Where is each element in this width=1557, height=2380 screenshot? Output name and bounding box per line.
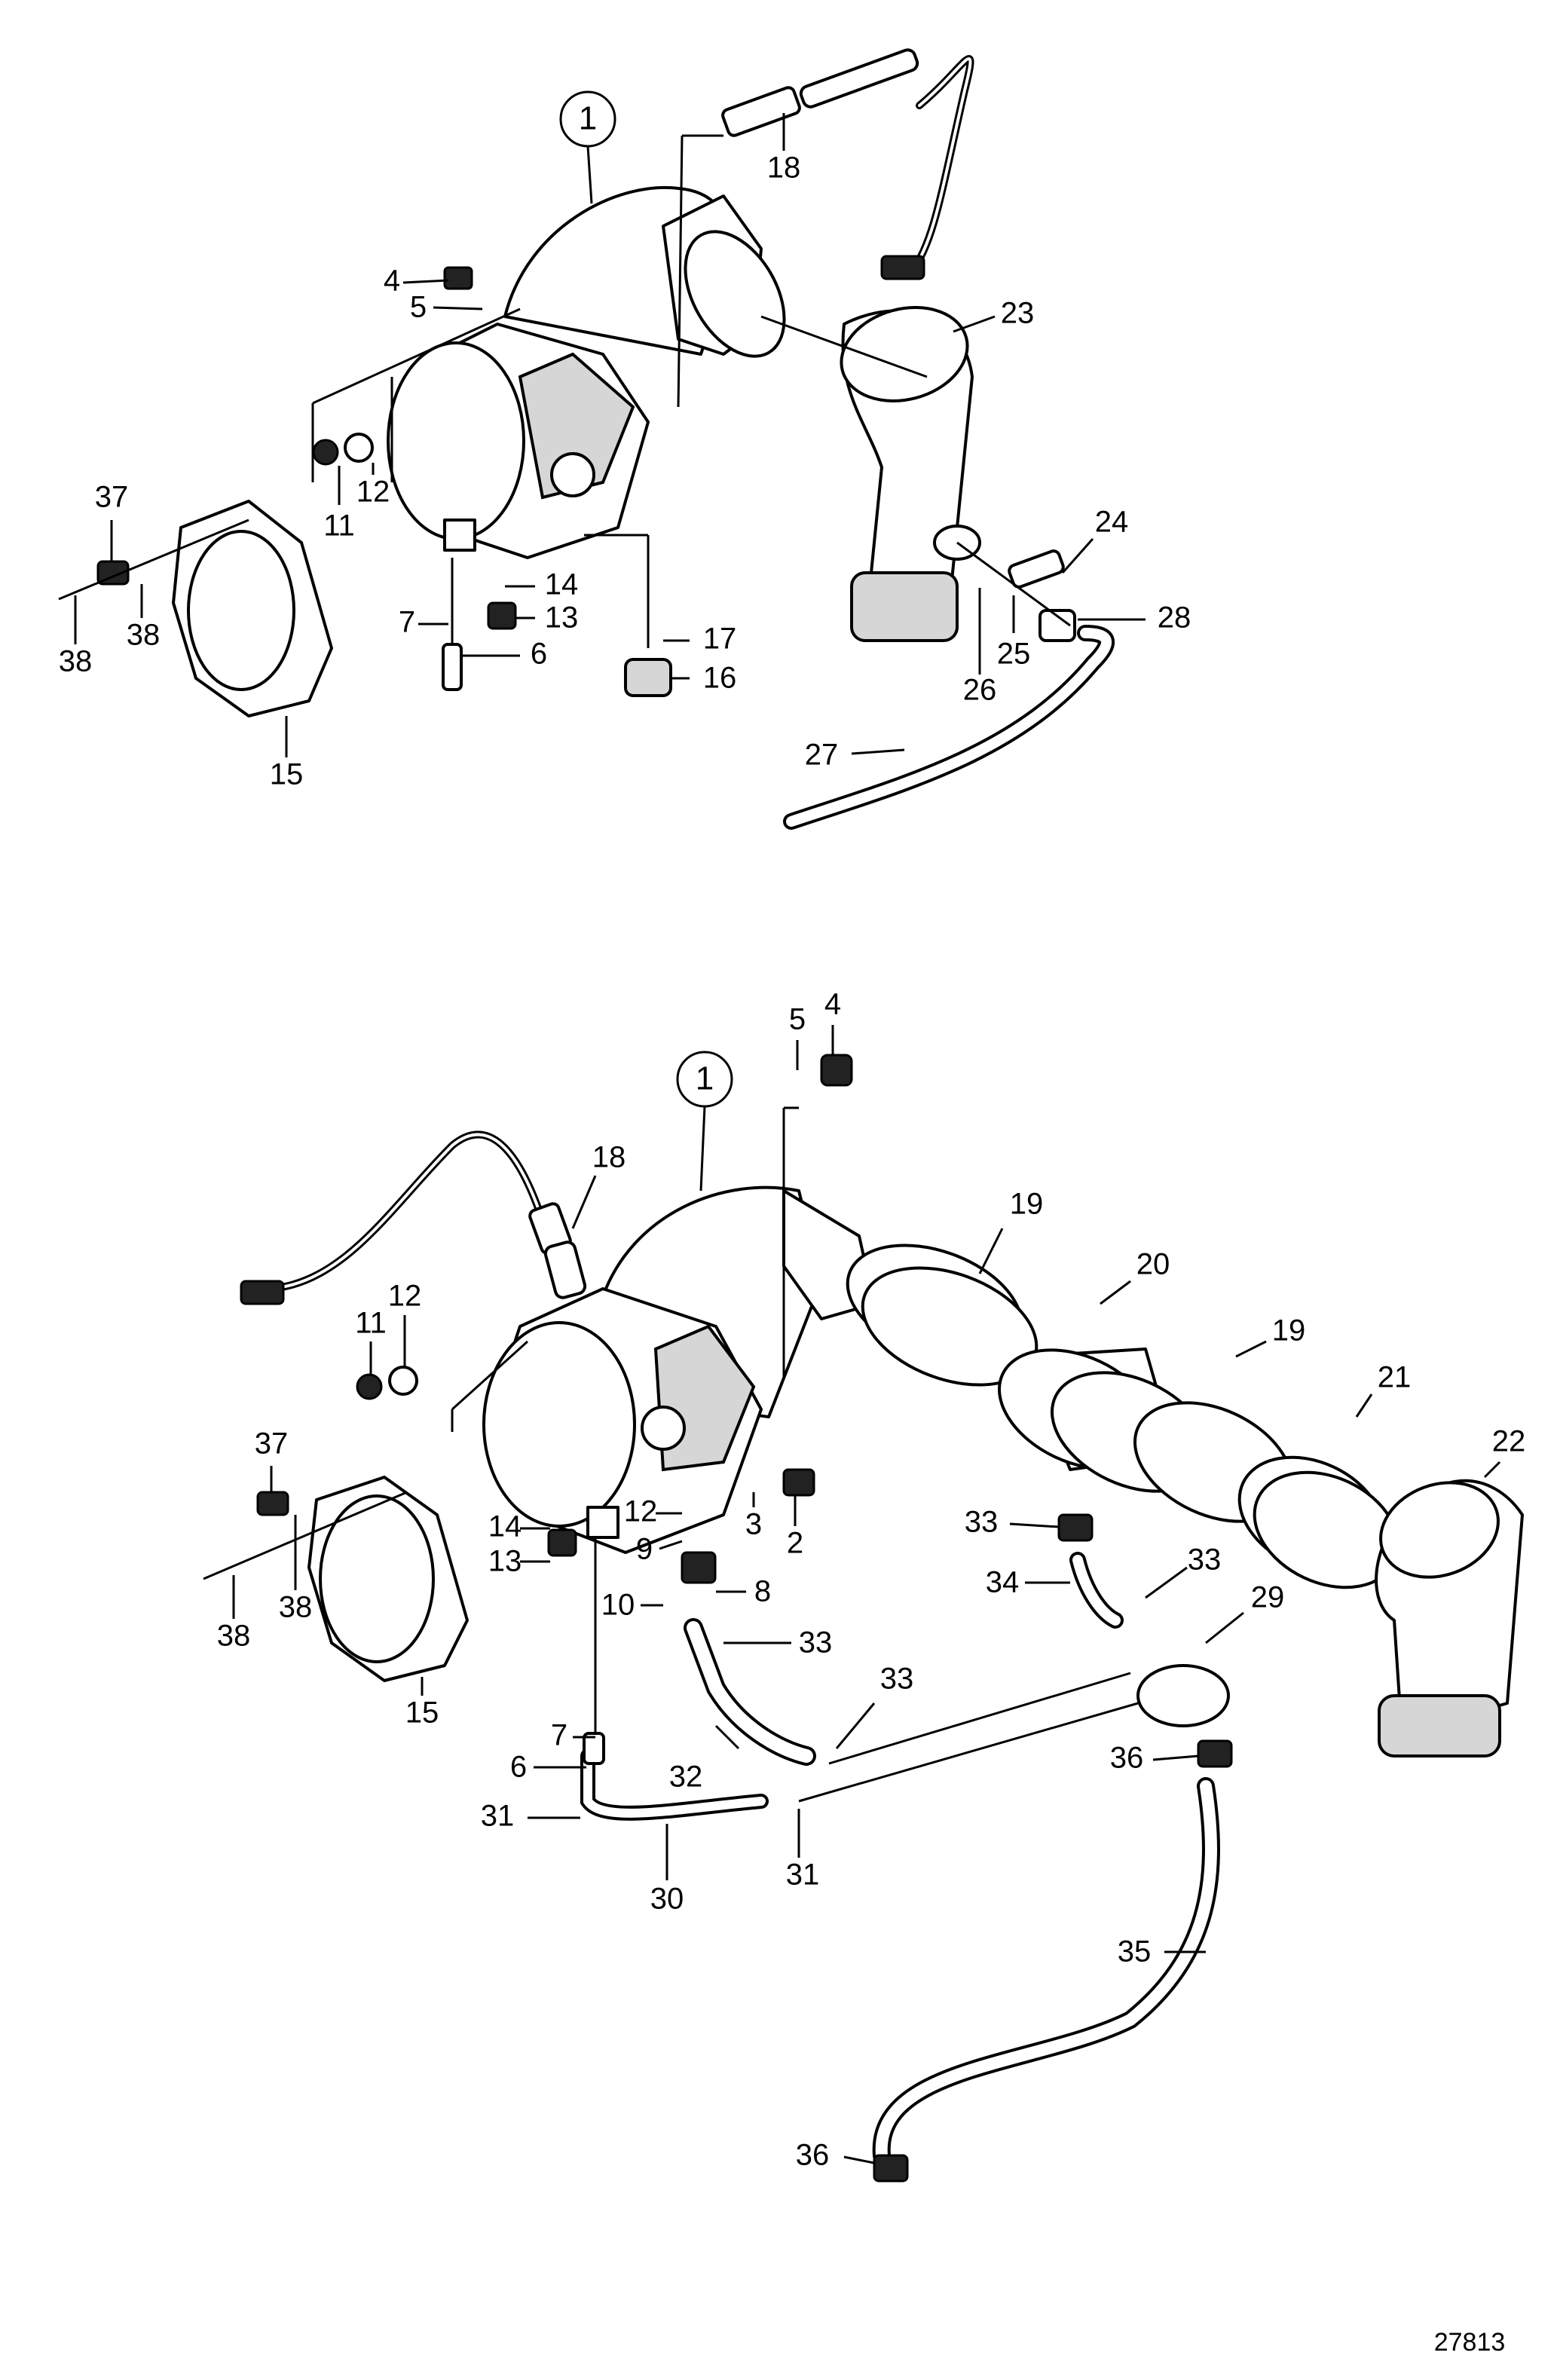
lower-view: 1 4 5 18 19 20 19 21 22 11 12 37 [203,988,1526,2183]
callout-38-left: 38 [217,1620,251,1653]
callout-11: 11 [355,1307,387,1340]
lower-small-parts [256,1054,1233,2183]
callout-33-d: 33 [880,1663,914,1696]
upper-hose-27 [783,625,1115,830]
callout-4: 4 [384,265,400,298]
lower-gasket-15 [307,1476,469,1682]
callout-1: 1 [696,1060,714,1097]
lower-sensor-18 [240,1130,587,1305]
callout-36-top: 36 [1110,1742,1144,1775]
callout-19-b: 19 [1272,1314,1306,1348]
callout-18: 18 [767,151,801,185]
callout-16: 16 [703,662,737,695]
upper-view: 1 18 23 4 5 11 12 37 38 38 15 14 [58,48,1191,830]
callout-15: 15 [270,758,304,791]
callout-4: 4 [824,988,841,1021]
callout-3: 3 [745,1508,762,1541]
callout-18: 18 [592,1141,626,1174]
upper-gasket-15 [172,500,333,717]
callout-27: 27 [805,739,839,772]
callout-29: 29 [1251,1581,1285,1614]
callout-38-right: 38 [127,619,161,652]
callout-33-a: 33 [965,1506,999,1539]
callout-37: 37 [95,481,129,514]
lower-elbow-22 [1375,1479,1524,1757]
callout-36-bottom: 36 [796,2139,830,2172]
callout-12: 12 [388,1280,422,1313]
callout-2: 2 [787,1527,803,1560]
callout-6: 6 [510,1751,527,1784]
callout-7: 7 [551,1719,567,1752]
callout-26: 26 [963,674,997,707]
callout-35: 35 [1118,1935,1152,1969]
callout-22: 22 [1492,1425,1526,1458]
callout-13: 13 [545,601,579,635]
lower-housing-1 [482,1185,876,1554]
callout-33-c: 33 [799,1626,833,1660]
callout-31-left: 31 [481,1800,515,1833]
callout-6: 6 [531,638,547,671]
callout-34: 34 [986,1566,1020,1599]
upper-elbow-23 [840,306,1076,642]
callout-32: 32 [669,1761,703,1794]
callout-24: 24 [1095,506,1129,539]
figure-number: 27813 [1434,2328,1506,2357]
lower-leader-lines [203,1106,1139,1803]
callout-5: 5 [410,291,427,324]
callout-14: 14 [545,568,579,601]
callout-11: 11 [323,509,355,543]
callout-38-left: 38 [59,645,93,678]
callout-12: 12 [356,476,390,509]
upper-leader-lines [58,134,1071,648]
callout-21: 21 [1378,1361,1412,1394]
callout-20: 20 [1136,1248,1170,1281]
callout-13: 13 [488,1545,522,1578]
lower-hoses [580,1552,1230,2164]
callout-14: 14 [488,1510,522,1543]
upper-housing-1 [387,186,786,559]
callout-30: 30 [650,1883,684,1916]
callout-31-right: 31 [786,1858,820,1892]
callout-28: 28 [1158,601,1191,635]
callout-10: 10 [601,1589,635,1622]
upper-sensor-18 [721,48,974,280]
callout-1: 1 [579,100,597,137]
callout-23: 23 [1001,297,1035,330]
lower-callouts: 1 4 5 18 19 20 19 21 22 11 12 37 [217,988,1526,2172]
callout-12-lower: 12 [624,1495,658,1528]
callout-7: 7 [399,606,415,639]
callout-37: 37 [255,1427,289,1461]
callout-19-a: 19 [1010,1188,1044,1221]
callout-8: 8 [754,1575,771,1608]
callout-33-b: 33 [1188,1543,1222,1577]
upper-small-parts [96,266,672,697]
lower-clamps-bellows [846,1244,1400,1589]
callout-17: 17 [703,623,737,656]
callout-5: 5 [789,1003,806,1036]
callout-25: 25 [997,638,1031,671]
callout-38-right: 38 [279,1591,313,1624]
upper-callouts: 1 18 23 4 5 11 12 37 38 38 15 14 [59,90,1191,791]
callout-15: 15 [405,1696,439,1730]
callout-9: 9 [636,1533,653,1566]
